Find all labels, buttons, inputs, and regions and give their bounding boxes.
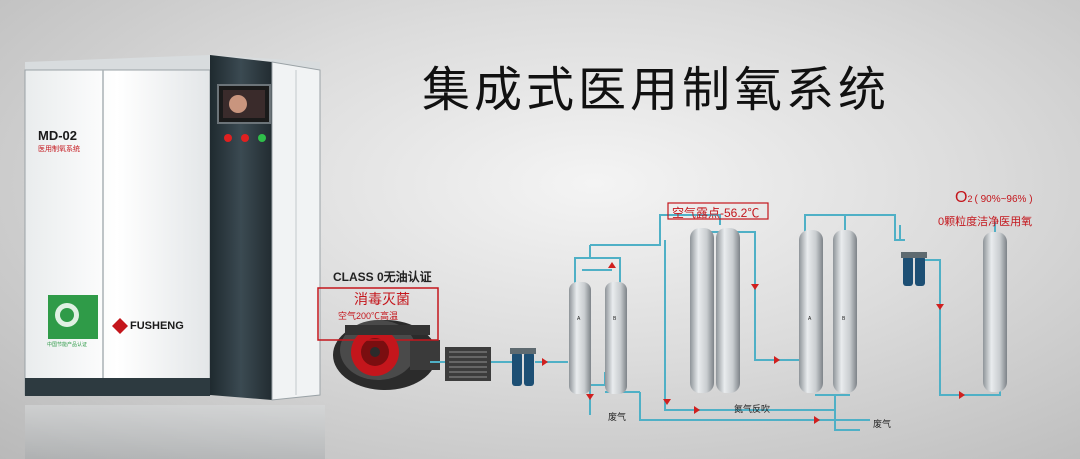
compressor-unit <box>333 320 440 390</box>
purge-label: 氮气反吹 <box>734 404 771 414</box>
stop-button-icon <box>224 134 232 142</box>
sterilize-label: 消毒灭菌 <box>354 292 410 308</box>
pipe-network <box>430 214 1001 431</box>
dryer-tanks <box>569 282 627 394</box>
alarm-button-icon <box>241 134 249 142</box>
adsorber-tanks <box>690 228 740 393</box>
page-title: 集成式医用制氧系统 <box>422 62 891 118</box>
oxygen-generator-cabinet <box>24 55 325 459</box>
o2-main: O <box>955 189 968 206</box>
exhaust-label-2: 废气 <box>873 419 892 429</box>
o2-sub: 2 <box>967 194 973 204</box>
exhaust-label-1: 废气 <box>608 412 627 422</box>
tank-b2-label: B <box>842 316 846 322</box>
tank-b1-label: B <box>613 316 617 322</box>
start-button-icon <box>258 134 266 142</box>
inline-filters-1 <box>510 348 536 386</box>
machine-subtitle: 医用制氧系统 <box>38 146 80 153</box>
o2-range: ( 90%~96% ) <box>974 194 1033 205</box>
o2-label: O2( 90%~96% ) <box>955 189 1033 207</box>
oxygen-product-tank <box>983 232 1007 392</box>
air-cooler <box>445 347 491 381</box>
inline-filters-2 <box>901 252 927 286</box>
psa-tanks <box>799 230 857 393</box>
machine-brand: FUSHENG <box>130 320 184 332</box>
air-temp-label: 空气200℃高温 <box>338 311 399 321</box>
machine-model: MD-02 <box>38 128 78 143</box>
dew-point-frame <box>667 202 769 220</box>
dew-point-label: 空气露点-56.2℃ <box>672 206 760 220</box>
tank-a1-label: A <box>577 316 581 322</box>
tank-a2-label: A <box>808 316 812 322</box>
fusheng-logo-icon <box>112 318 128 334</box>
class0-label: CLASS 0无油认证 <box>333 270 432 284</box>
cert-badge-text: 中国节能产品认证 <box>47 342 88 348</box>
sterilize-frame <box>317 287 439 341</box>
particle-label: 0颗粒度洁净医用氧 <box>938 216 1033 228</box>
